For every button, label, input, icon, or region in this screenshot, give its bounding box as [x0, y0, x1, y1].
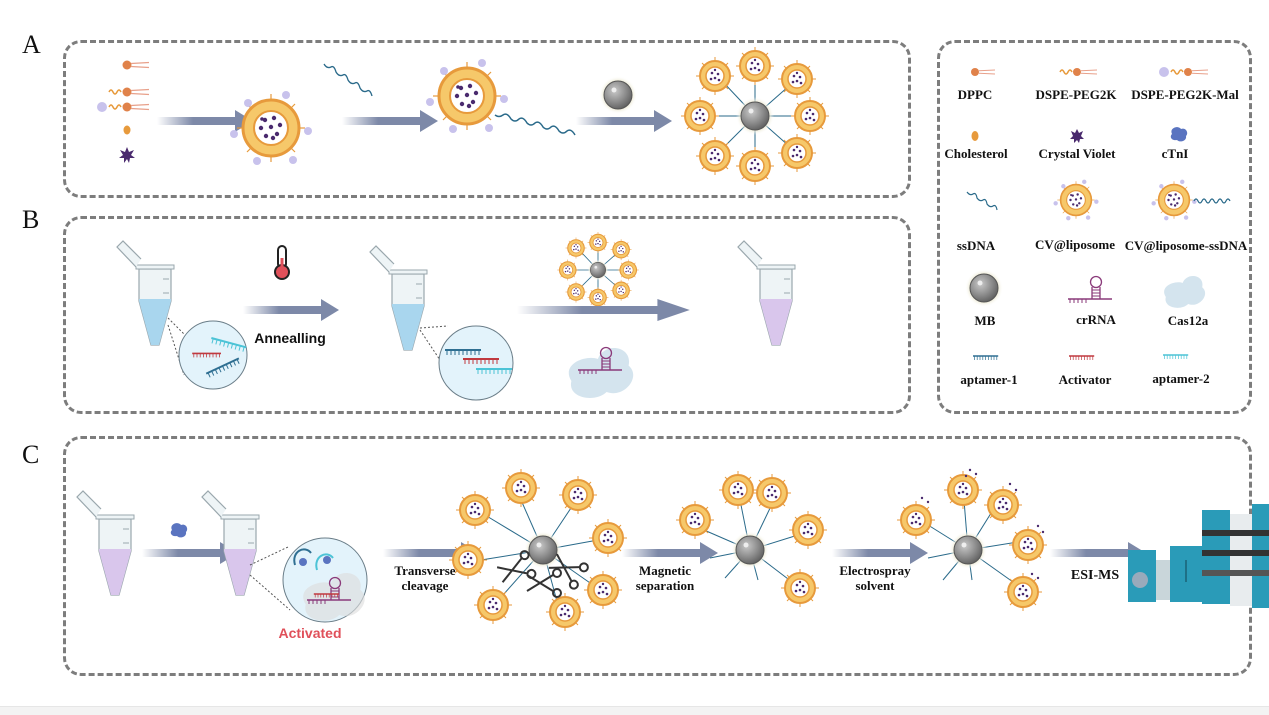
zoom-circle-b1	[178, 320, 248, 390]
ssdna-icon	[966, 191, 998, 211]
dspe-peg2k-lipid-icon	[108, 87, 150, 97]
dspe-peg2k-icon	[1059, 68, 1098, 76]
dspe-peg2k-mal-lipid-icon	[97, 102, 150, 112]
dppc-icon	[971, 68, 996, 76]
mb-liposome-complex-a	[680, 46, 830, 186]
bottom-strip	[0, 706, 1269, 715]
legend-label-ssdna: ssDNA	[956, 238, 996, 253]
legend-label-aptamer-2: aptamer-2	[1152, 371, 1210, 386]
dppc-lipid-icon	[122, 60, 150, 70]
activator-icon	[1068, 355, 1095, 361]
tube-b2	[369, 245, 428, 351]
mass-spectrometer-illustration	[1128, 504, 1269, 608]
dspe-peg2k-mal-icon	[1159, 67, 1209, 77]
step-label-line2: solvent	[855, 578, 895, 593]
legend-label-cv-liposome: CV@liposome	[1035, 237, 1115, 252]
legend-label-cas12a: Cas12a	[1167, 313, 1209, 328]
crystal-violet-icon	[119, 147, 135, 163]
cv-liposome-icon	[1052, 178, 1100, 222]
cholesterol-icon	[971, 131, 979, 141]
legend-label-crystal-violet: Crystal Violet	[1038, 146, 1116, 161]
cleavage-complex	[448, 468, 628, 632]
crystal-violet-icon	[1070, 129, 1084, 143]
cv-liposome-ssdna-icon	[1150, 178, 1231, 222]
step-label-magnetic-separation: Magnetic separation	[615, 563, 715, 593]
legend-label-cv-liposome-ssdna: CV@liposome-ssDNA	[1124, 238, 1248, 253]
legend-label-mb: MB	[974, 313, 996, 328]
tube-c2	[201, 490, 260, 596]
legend-label-dspe-peg2k: DSPE-PEG2K	[1035, 87, 1117, 102]
step-label-transverse-cleavage: Transverse cleavage	[375, 563, 475, 593]
step-label-line2: separation	[635, 578, 695, 593]
legend-label-aptamer-1: aptamer-1	[960, 372, 1018, 387]
zoom-circle-b2	[438, 325, 514, 401]
ssdna-strand-illustration	[323, 63, 373, 97]
cholesterol-icon	[123, 125, 131, 135]
magnetic-bead-icon	[964, 268, 1004, 308]
crrna-icon	[1067, 275, 1113, 304]
step-label-esi-ms: ESI-MS	[1070, 568, 1120, 583]
mb-liposome-complex-b	[556, 231, 640, 309]
tube-c1	[76, 490, 135, 596]
step-label-line1: Electrospray	[839, 563, 911, 578]
legend-label-cholesterol: Cholesterol	[944, 146, 1008, 161]
panel-a-box	[63, 40, 911, 198]
legend-label-crrna: crRNA	[1076, 312, 1116, 327]
aptamer-2-icon	[1162, 354, 1189, 360]
legend-label-dspe-peg2k-mal: DSPE-PEG2K-Mal	[1131, 87, 1239, 102]
separated-complex	[675, 470, 828, 608]
panel-b-box	[63, 216, 911, 414]
tube-b3	[737, 240, 796, 346]
ctni-icon-c	[170, 523, 188, 538]
legend-label-activator: Activator	[1058, 372, 1112, 387]
aptamer-1-icon	[972, 355, 1000, 361]
annealing-label: Annealling	[254, 330, 326, 346]
released-complex	[896, 468, 1048, 612]
ssdna-tail	[494, 113, 576, 136]
cas12a-icon	[1164, 275, 1206, 308]
thermometer-icon	[274, 245, 290, 280]
step-label-electrospray-solvent: Electrospray solvent	[825, 563, 925, 593]
legend-label-dppc: DPPC	[957, 87, 993, 102]
zoom-circle-activated	[282, 537, 368, 623]
step-label-line1: Magnetic	[639, 563, 691, 578]
step-label-line1: Transverse	[394, 563, 456, 578]
step-label-line2: cleavage	[401, 578, 449, 593]
panel-letter-a: A	[22, 30, 41, 59]
tube-b1	[116, 240, 175, 346]
panel-letter-c: C	[22, 440, 40, 469]
legend-box	[937, 40, 1252, 414]
ctni-icon	[1170, 127, 1188, 142]
activated-label: Activated	[278, 625, 342, 641]
panel-letter-b: B	[22, 205, 40, 234]
legend-label-ctni: cTnI	[1161, 146, 1189, 161]
